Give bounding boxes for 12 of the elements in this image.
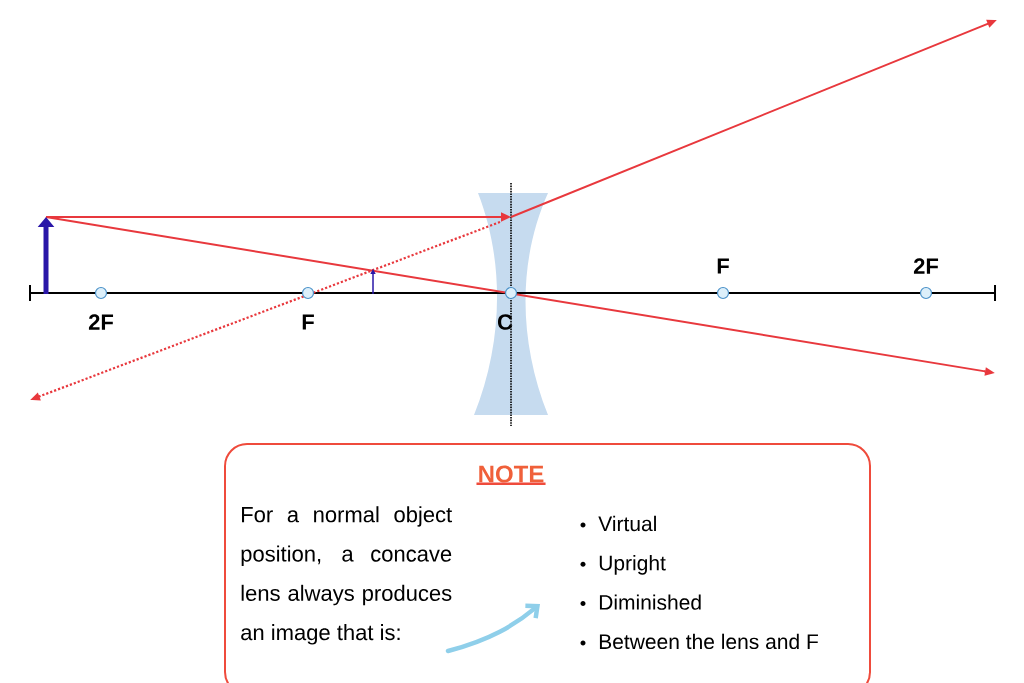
bullet-item: Between the lens and F — [580, 633, 818, 650]
bullet-item: Diminished — [580, 594, 701, 610]
point-label: F — [717, 258, 729, 274]
bullet-item: Upright — [580, 555, 666, 575]
bullet-item: Virtual — [580, 515, 656, 532]
note-title: NOTE — [476, 465, 546, 485]
note-box — [224, 443, 871, 683]
note-text: For a normal object position, a concave lens always produces an image that is: — [241, 506, 452, 645]
point-label: C — [497, 314, 513, 330]
point-label: 2F — [913, 258, 939, 274]
point-label: F — [302, 314, 314, 330]
point-label: 2F — [88, 314, 114, 330]
